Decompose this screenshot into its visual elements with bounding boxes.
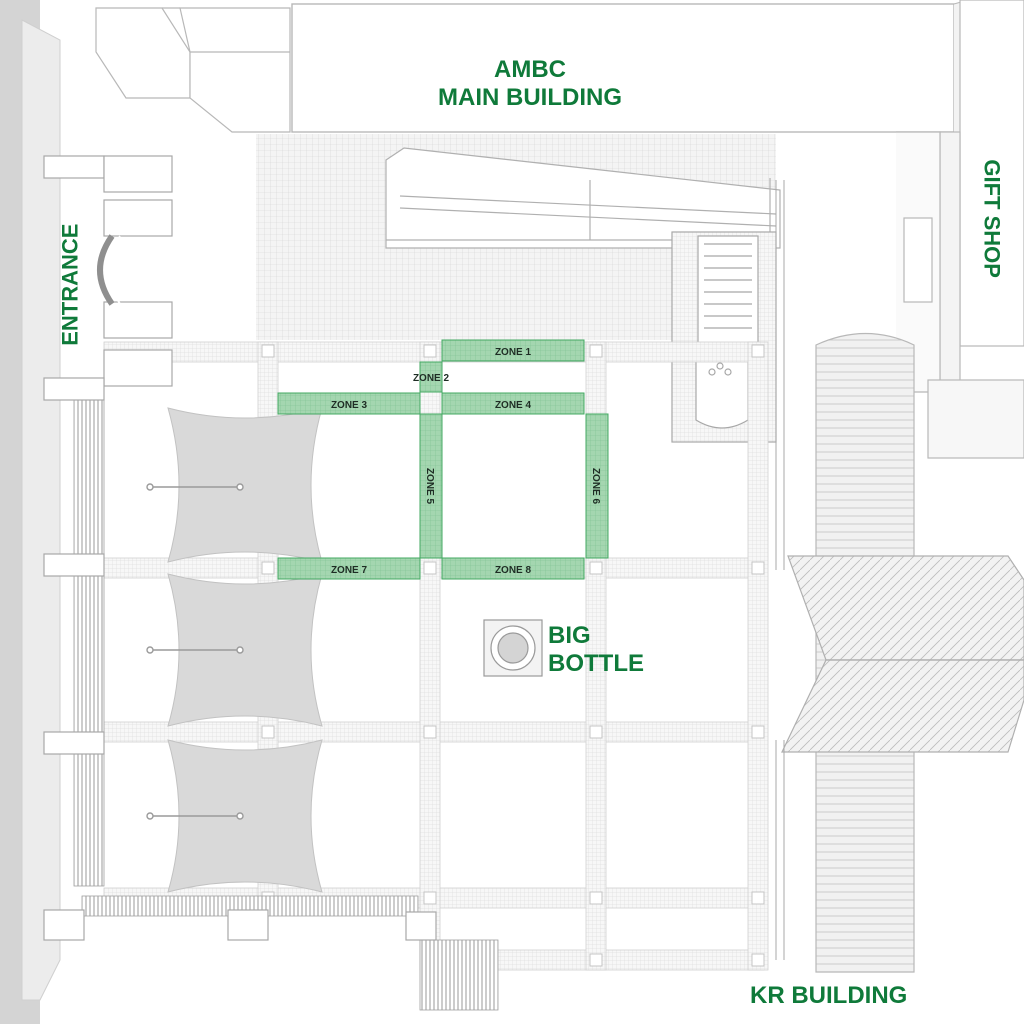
svg-text:ZONE 8: ZONE 8 [495, 565, 532, 576]
gift-shop-label: GIFT SHOP [979, 159, 1005, 278]
zone-7[interactable]: ZONE 7 [277, 557, 421, 580]
big-bottle-label-line1: BIG [548, 622, 591, 649]
zones: ZONE 1 ZONE 2 ZONE 3 ZONE 4 ZONE 5 ZONE … [277, 339, 609, 580]
kr-building-roof [781, 555, 1024, 753]
shade-canopies [167, 407, 323, 893]
kr-side-railing [775, 180, 785, 960]
svg-text:ZONE 4: ZONE 4 [495, 400, 532, 411]
svg-text:ZONE 6: ZONE 6 [590, 468, 601, 505]
svg-text:ZONE 3: ZONE 3 [331, 400, 368, 411]
top-left-structures [95, 7, 291, 133]
big-bottle-label-line2: BOTTLE [548, 649, 644, 677]
zone-5[interactable]: ZONE 5 [419, 413, 443, 559]
zone-4[interactable]: ZONE 4 [441, 392, 585, 415]
main-building-label-line1: AMBC [494, 56, 566, 83]
entrance-fence [73, 397, 499, 1011]
zone-2[interactable]: ZONE 2 [413, 361, 450, 393]
big-bottle-label: BIG BOTTLE [548, 622, 644, 677]
street-strip [0, 0, 61, 1024]
zone-1[interactable]: ZONE 1 [441, 339, 585, 362]
canopy-poles [146, 483, 244, 820]
svg-text:ZONE 7: ZONE 7 [331, 565, 368, 576]
zone-8[interactable]: ZONE 8 [441, 557, 585, 580]
gift-shop-building [896, 0, 1024, 459]
entrance-label: ENTRANCE [57, 223, 83, 346]
zone-3[interactable]: ZONE 3 [277, 392, 421, 415]
big-bottle-marker[interactable] [483, 619, 543, 677]
svg-text:ZONE 2: ZONE 2 [413, 373, 450, 384]
kr-building-label: KR BUILDING [750, 982, 908, 1009]
zone-6[interactable]: ZONE 6 [585, 413, 609, 559]
svg-text:ZONE 5: ZONE 5 [424, 468, 435, 505]
main-building-label: AMBC MAIN BUILDING [410, 56, 650, 111]
svg-text:ZONE 1: ZONE 1 [495, 347, 532, 358]
main-building-label-line2: MAIN BUILDING [438, 83, 622, 111]
entrance-gate-posts [43, 155, 437, 941]
intersection-pads [261, 344, 765, 967]
